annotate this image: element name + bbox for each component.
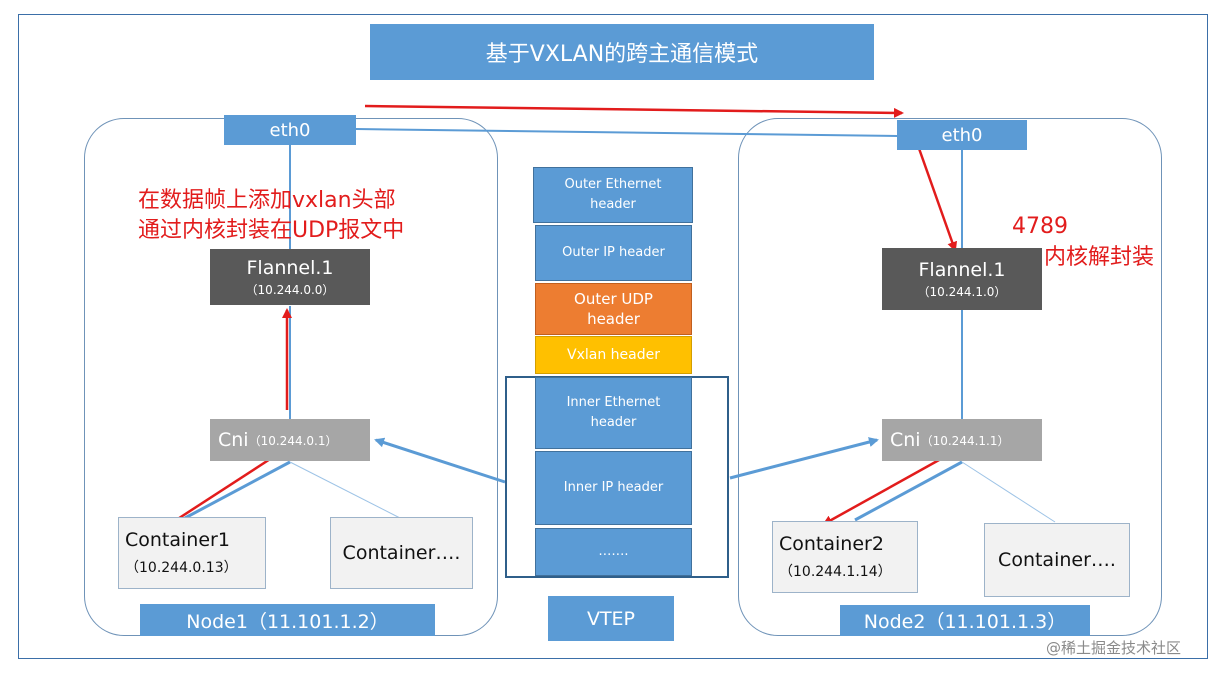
packet-outer-ethernet: Outer Ethernet header bbox=[533, 167, 693, 223]
node1-eth0-label: eth0 bbox=[269, 119, 311, 141]
node2-flannel-name: Flannel.1 bbox=[918, 258, 1006, 281]
node1-cni-container1-line bbox=[184, 460, 291, 520]
container1-ip: （10.244.0.13） bbox=[125, 560, 238, 576]
red-arrow-eth-to-flannel2 bbox=[914, 139, 958, 252]
packet-inner-ethernet: Inner Ethernet header bbox=[535, 377, 692, 449]
node1-container-other-label: Container…. bbox=[342, 542, 461, 564]
node1-note-line1: 在数据帧上添加vxlan头部 bbox=[138, 188, 396, 213]
packet-payload-label: ……. bbox=[598, 544, 629, 559]
node2-cni: Cni （10.244.1.1） bbox=[882, 419, 1042, 461]
container1-name: Container1 bbox=[125, 529, 230, 551]
node2-container-other: Container…. bbox=[984, 523, 1130, 597]
node1-flannel-name: Flannel.1 bbox=[246, 256, 334, 279]
node2-label: Node2（11.101.1.3） bbox=[840, 605, 1090, 636]
vtep-label-box: VTEP bbox=[548, 596, 674, 641]
node2-port-note: 4789 bbox=[1012, 214, 1068, 239]
packet-inner-ethernet-label: Inner Ethernet header bbox=[566, 395, 661, 430]
node1-flannel: Flannel.1 （10.244.0.0） bbox=[210, 249, 370, 305]
red-arrow-eth-to-eth bbox=[364, 104, 904, 118]
red-arrow-cni-to-container2 bbox=[822, 453, 949, 526]
packet-to-cni1-arrow bbox=[374, 437, 506, 484]
node2-eth0-label: eth0 bbox=[941, 124, 983, 146]
packet-outer-ip-label: Outer IP header bbox=[562, 245, 665, 260]
packet-to-cni2-arrow bbox=[729, 437, 879, 480]
node2-cni-containerx-line bbox=[961, 461, 1056, 523]
packet-outer-udp-label: Outer UDP header bbox=[574, 290, 653, 328]
container2-name: Container2 bbox=[779, 533, 884, 555]
diagram-title: 基于VXLAN的跨主通信模式 bbox=[370, 24, 874, 80]
packet-inner-ip-label: Inner IP header bbox=[563, 480, 664, 495]
node2-cni-container2-line bbox=[854, 460, 963, 522]
node2-cni-ip: （10.244.1.1） bbox=[920, 433, 1010, 448]
node1-encap-note: 在数据帧上添加vxlan头部 通过内核封装在UDP报文中 bbox=[138, 186, 458, 246]
packet-vxlan-label: Vxlan header bbox=[567, 347, 660, 363]
packet-outer-ethernet-label: Outer Ethernet header bbox=[564, 177, 662, 212]
packet-vxlan: Vxlan header bbox=[535, 336, 692, 374]
packet-inner-ip: Inner IP header bbox=[535, 451, 692, 525]
eth-link-line bbox=[355, 128, 898, 137]
container2-ip: （10.244.1.14） bbox=[779, 564, 892, 580]
node2-container2: Container2 （10.244.1.14） bbox=[772, 521, 918, 593]
node1-cni-containerx-line bbox=[289, 461, 401, 519]
node1-container-other: Container…. bbox=[330, 517, 473, 589]
red-arrow-container1-to-cni bbox=[169, 448, 286, 526]
node1-flannel-ip: （10.244.0.0） bbox=[245, 282, 335, 297]
node2-flannel-ip: （10.244.1.0） bbox=[917, 284, 1007, 299]
node1-cni-ip: （10.244.0.1） bbox=[248, 433, 338, 448]
node1-eth0: eth0 bbox=[224, 115, 356, 145]
vtep-label: VTEP bbox=[586, 607, 636, 630]
packet-outer-ip: Outer IP header bbox=[535, 225, 692, 281]
node1-cni-name: Cni bbox=[218, 429, 249, 451]
node2-cni-name: Cni bbox=[890, 429, 921, 451]
diagram-frame bbox=[18, 14, 1208, 659]
node2-eth0: eth0 bbox=[897, 120, 1027, 150]
node2-flannel: Flannel.1 （10.244.1.0） bbox=[882, 248, 1042, 310]
watermark: @稀土掘金技术社区 bbox=[1046, 639, 1182, 657]
node1-cni: Cni （10.244.0.1） bbox=[210, 419, 370, 461]
node1-note-line2: 通过内核封装在UDP报文中 bbox=[138, 218, 405, 243]
packet-outer-udp: Outer UDP header bbox=[535, 283, 692, 335]
node1-label: Node1（11.101.1.2） bbox=[140, 604, 435, 636]
node1-container1: Container1 （10.244.0.13） bbox=[118, 517, 266, 589]
node2-container-other-label: Container…. bbox=[998, 549, 1116, 571]
node2-label-text: Node2（11.101.1.3） bbox=[863, 611, 1067, 633]
packet-payload: ……. bbox=[535, 528, 692, 576]
node2-decap-note: 内核解封装 bbox=[1044, 245, 1155, 270]
node1-label-text: Node1（11.101.1.2） bbox=[186, 610, 389, 633]
